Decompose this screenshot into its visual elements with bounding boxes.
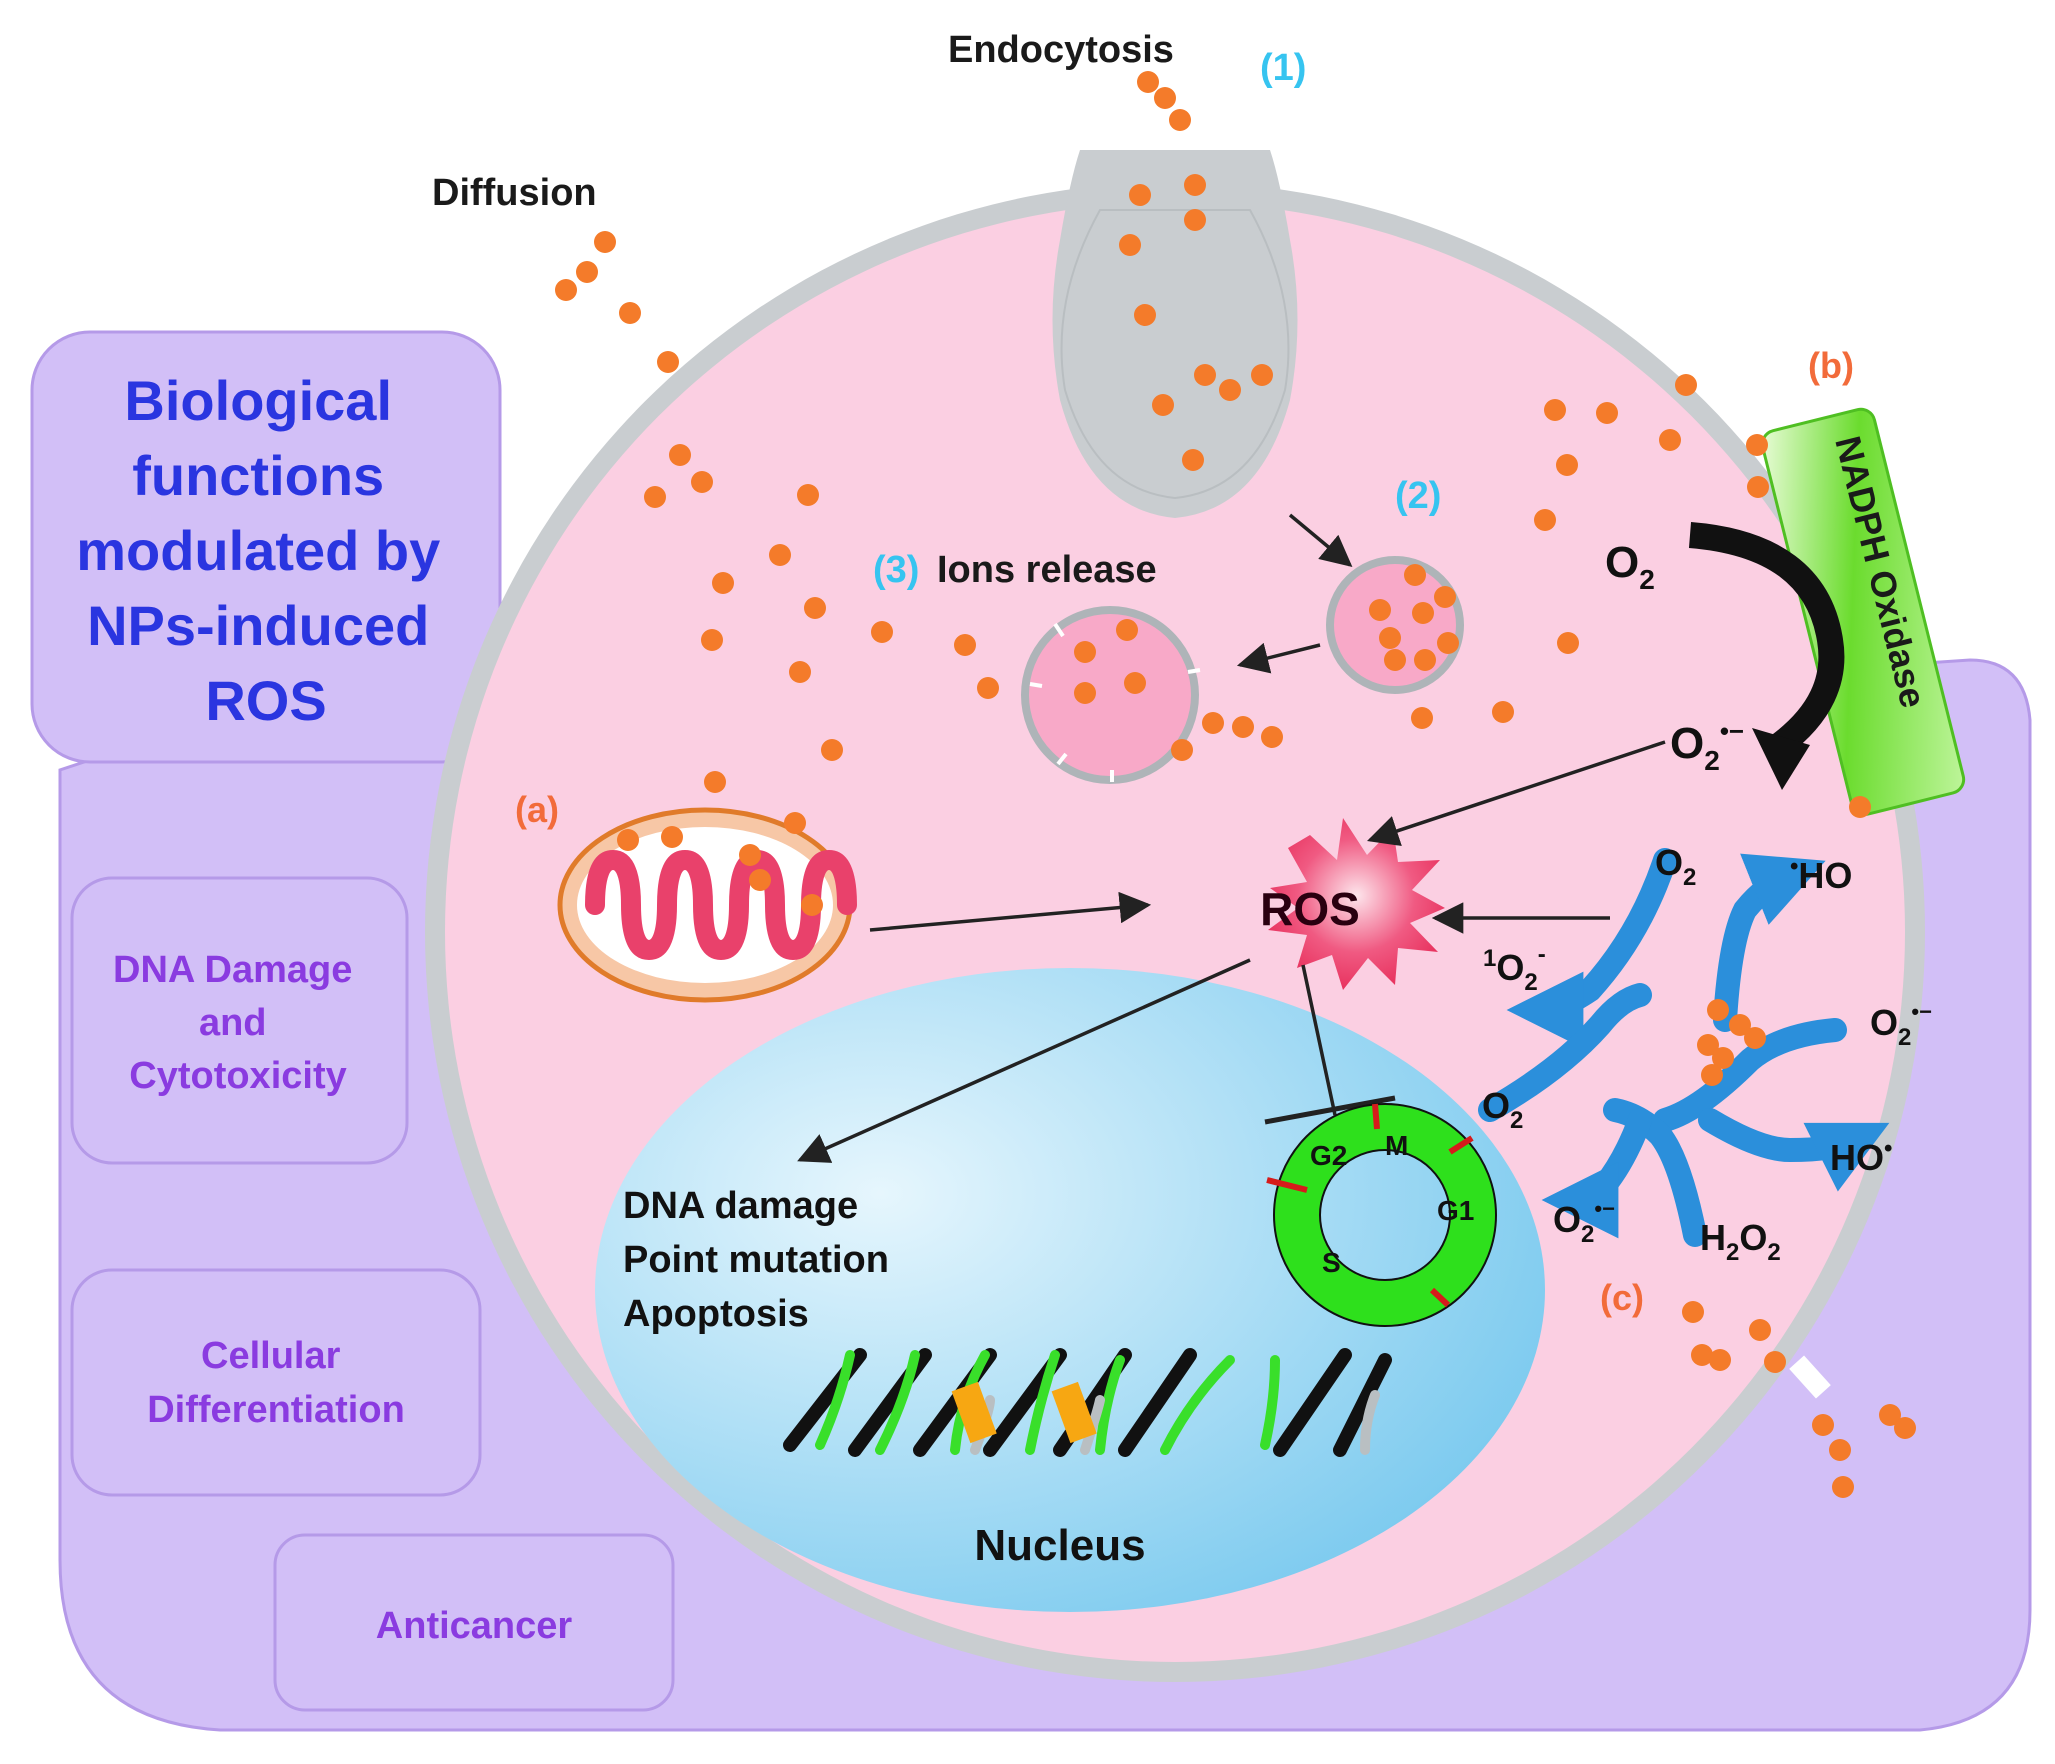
nucleus-label: Nucleus bbox=[974, 1521, 1145, 1570]
endocytic-pocket-inner bbox=[1060, 209, 1290, 500]
step3-label: (3) bbox=[873, 549, 919, 591]
source-a-label: (a) bbox=[515, 789, 559, 830]
function-label-differentiation: Cellular Differentiation bbox=[147, 1335, 405, 1431]
phase-m: M bbox=[1385, 1130, 1408, 1161]
vesicle-step3 bbox=[1021, 606, 1199, 784]
ions-release-label: Ions release bbox=[937, 549, 1157, 591]
source-c-label: (c) bbox=[1600, 1277, 1644, 1318]
function-label-dna-damage: DNA Damage and Cytotoxicity bbox=[113, 949, 363, 1097]
fenton-o2-top: O2 bbox=[1655, 842, 1696, 891]
function-box-differentiation bbox=[70, 1268, 482, 1497]
title-box bbox=[30, 330, 502, 764]
nadph-superoxide-label: O2•− bbox=[1670, 716, 1744, 776]
fenton-ho-top: •HO bbox=[1790, 853, 1852, 896]
source-b-label: (b) bbox=[1808, 345, 1854, 386]
nadph-oxidase bbox=[1760, 407, 1966, 816]
function-label-anticancer: Anticancer bbox=[376, 1605, 573, 1647]
function-box-anticancer bbox=[273, 1533, 675, 1712]
step2-label: (2) bbox=[1395, 475, 1441, 517]
exit-pore bbox=[1789, 1355, 1831, 1399]
fenton-cycle bbox=[1478, 848, 1890, 1247]
fenton-singlet-oxygen: 1O2- bbox=[1483, 941, 1546, 996]
fenton-superoxide-right: O2•− bbox=[1870, 999, 1932, 1051]
fenton-ho-bottom: HO• bbox=[1830, 1135, 1892, 1178]
phase-g2: G2 bbox=[1310, 1140, 1347, 1171]
diffusion-pore bbox=[641, 324, 673, 360]
nadph-o2-label: O2 bbox=[1605, 538, 1655, 595]
fenton-superoxide-bottom: O2•− bbox=[1553, 1196, 1615, 1248]
ros-label: ROS bbox=[1260, 883, 1360, 935]
step1-label: (1) bbox=[1260, 47, 1306, 89]
phase-g1: G1 bbox=[1437, 1195, 1474, 1226]
inhibition-line bbox=[1301, 964, 1337, 1116]
cell-cycle bbox=[1266, 1103, 1497, 1327]
nadph-reaction-arrow bbox=[1688, 522, 1845, 756]
inhibition-bar bbox=[1264, 1095, 1396, 1125]
mitochondrion bbox=[557, 807, 857, 1003]
dna-helix bbox=[783, 1348, 1392, 1457]
flow-arrows bbox=[797, 513, 1666, 1163]
endocytosis-label: Endocytosis bbox=[948, 29, 1174, 71]
phase-s: S bbox=[1322, 1247, 1341, 1278]
function-box-dna-damage bbox=[70, 876, 409, 1165]
nucleus bbox=[595, 968, 1545, 1612]
fenton-h2o2: H2O2 bbox=[1700, 1217, 1781, 1266]
nanoparticles bbox=[555, 71, 1916, 1498]
ros-burst bbox=[1268, 818, 1445, 990]
diagram-title: Biological functions modulated by NPs-in… bbox=[76, 369, 456, 732]
nuclear-effects: DNA damage Point mutation Apoptosis bbox=[623, 1185, 900, 1335]
diffusion-label: Diffusion bbox=[432, 172, 597, 214]
fenton-o2-left: O2 bbox=[1482, 1085, 1523, 1134]
